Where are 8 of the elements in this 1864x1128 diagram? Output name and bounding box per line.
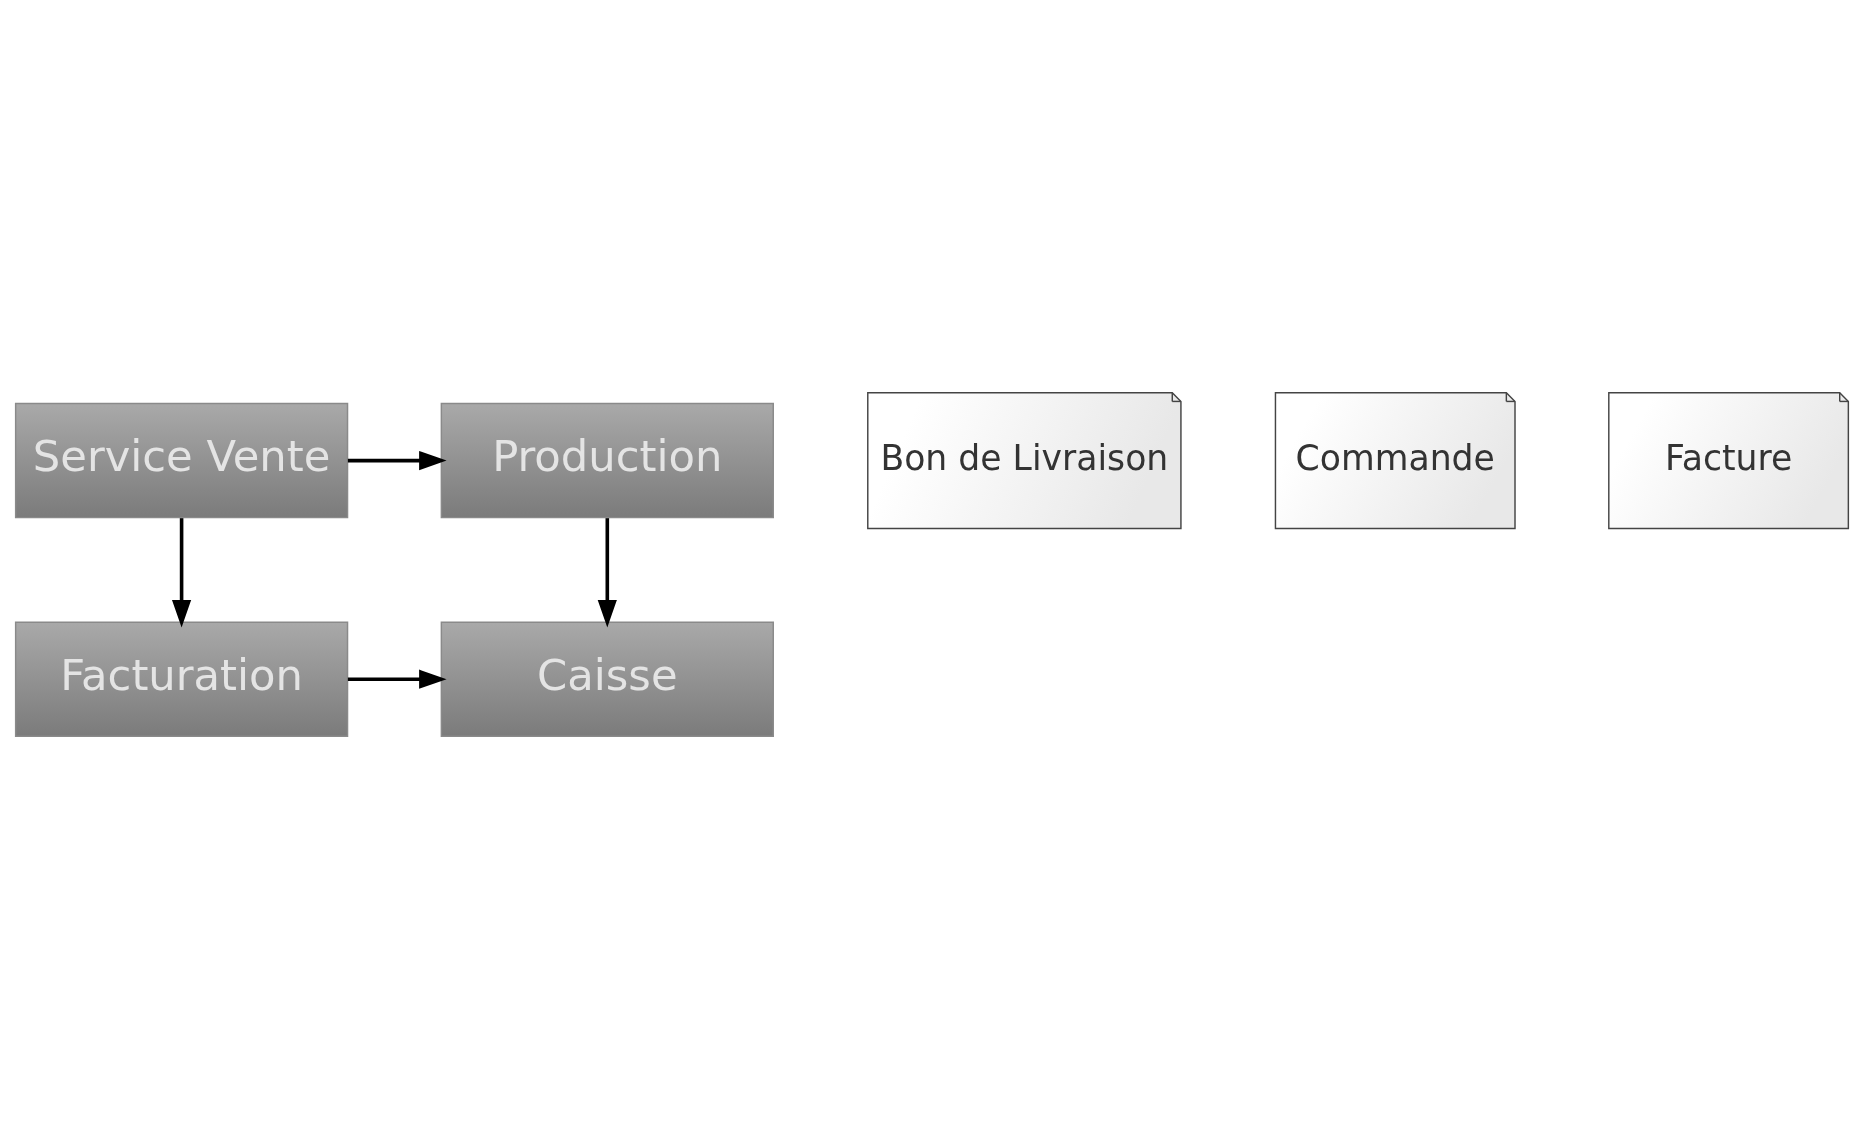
arrow	[597, 517, 617, 627]
node-box: Facturation	[14, 621, 349, 737]
node-box: Production	[440, 402, 774, 518]
arrow	[347, 450, 447, 470]
arrow	[171, 517, 192, 627]
node-box: Caisse	[440, 621, 774, 737]
node-box: Service Vente	[14, 402, 349, 518]
arrow	[347, 669, 447, 689]
